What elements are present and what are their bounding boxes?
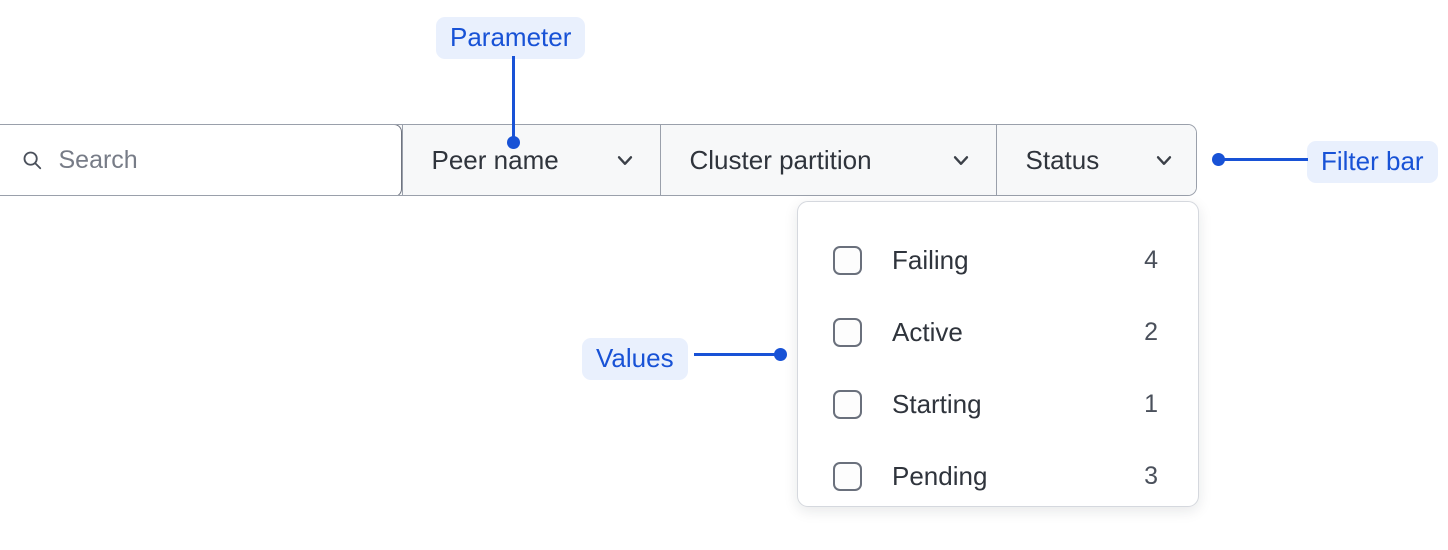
annotation-leader-line-values	[694, 353, 782, 356]
list-item-count: 3	[1144, 461, 1158, 490]
list-item-count: 1	[1144, 389, 1158, 418]
list-item[interactable]: Failing 4	[833, 224, 1158, 296]
status-values-dropdown-panel: Failing 4 Active 2 Starting 1 Pending 3	[797, 201, 1199, 507]
checkbox-active[interactable]	[833, 317, 862, 347]
filter-dropdown-status-label: Status	[1025, 145, 1100, 175]
annotation-leader-dot-filter-bar	[1212, 153, 1225, 166]
annotation-label-filter-bar: Filter bar	[1307, 141, 1438, 183]
list-item[interactable]: Pending 3	[833, 440, 1158, 512]
list-item-count: 4	[1144, 245, 1158, 274]
annotation-label-parameter: Parameter	[436, 17, 586, 59]
filter-dropdown-status[interactable]: Status	[995, 125, 1196, 195]
filter-dropdown-cluster-partition-label: Cluster partition	[689, 145, 872, 175]
list-item-count: 2	[1144, 317, 1158, 346]
checkbox-starting[interactable]	[833, 389, 862, 419]
annotation-leader-dot-values	[774, 348, 787, 361]
list-item[interactable]: Starting 1	[833, 368, 1158, 440]
checkbox-pending[interactable]	[833, 461, 862, 491]
list-item-label: Pending	[892, 461, 988, 491]
search-field[interactable]	[0, 125, 402, 195]
annotation-leader-line-parameter	[512, 56, 515, 142]
list-item-label: Starting	[892, 389, 982, 419]
annotation-leader-line-filter-bar	[1218, 158, 1308, 161]
search-input[interactable]	[58, 145, 359, 175]
search-icon	[23, 151, 41, 170]
filter-bar: Peer name Cluster partition Status	[0, 124, 1197, 196]
chevron-down-icon	[1156, 156, 1171, 165]
checkbox-failing[interactable]	[833, 245, 862, 275]
filter-dropdown-peer-name[interactable]: Peer name	[401, 125, 660, 195]
filter-dropdown-cluster-partition[interactable]: Cluster partition	[659, 125, 996, 195]
list-item[interactable]: Active 2	[833, 296, 1158, 368]
list-item-label: Failing	[892, 245, 969, 275]
filter-dropdown-peer-name-label: Peer name	[431, 145, 559, 175]
chevron-down-icon	[953, 156, 968, 165]
annotation-leader-dot-parameter	[507, 136, 520, 149]
annotation-label-values: Values	[582, 338, 688, 380]
list-item-label: Active	[892, 317, 963, 347]
chevron-down-icon	[617, 156, 632, 165]
